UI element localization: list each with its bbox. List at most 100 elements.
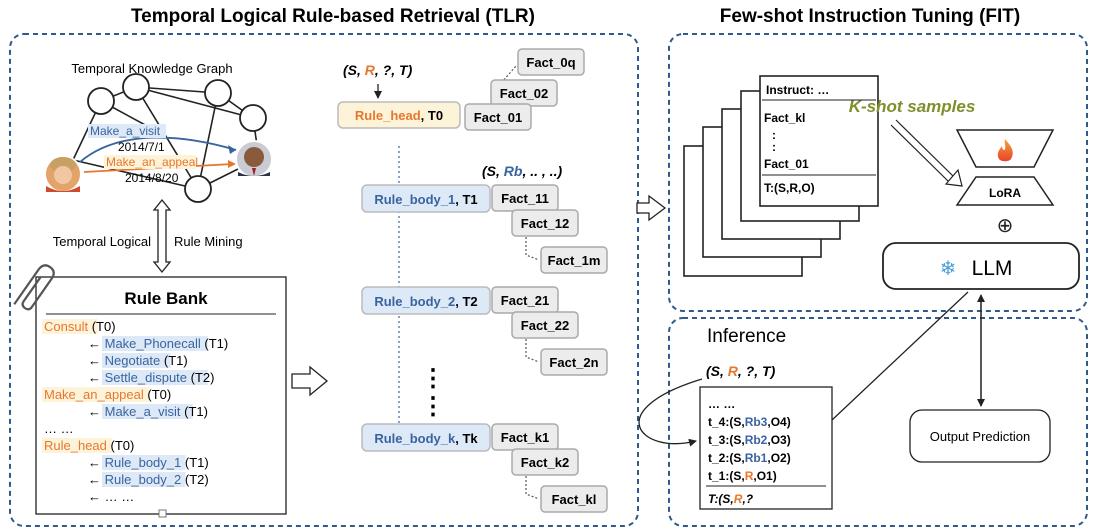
- arrowhead-icon: [228, 145, 236, 154]
- plus-icon: ⊕: [997, 215, 1014, 237]
- rule-bank-line: ← Negotiate (T1): [88, 353, 188, 368]
- snowflake-icon: ❄: [940, 258, 957, 280]
- edge-date-appeal: 2014/8/20: [125, 171, 179, 185]
- edge-date-visit: 2014/7/1: [118, 140, 165, 154]
- query-tuple: (S, R, ?, T): [343, 62, 413, 78]
- curved-arrow: [638, 378, 703, 447]
- card-line: :: [772, 140, 776, 154]
- fact-label: Fact_k2: [521, 455, 569, 470]
- output-label: Output Prediction: [930, 429, 1030, 444]
- inference-title: Inference: [707, 326, 786, 347]
- inference-lines: … …t_4:(S,Rb3,O4)t_3:(S,Rb2,O3)t_2:(S,Rb…: [708, 397, 791, 483]
- mining-label-left: Temporal Logical: [53, 234, 151, 249]
- inference-card: [699, 386, 833, 510]
- avatar: [235, 140, 273, 178]
- arrowhead-icon: [228, 160, 236, 168]
- tlr-title: Temporal Logical Rule-based Retrieval (T…: [131, 6, 535, 27]
- trainable-module: [955, 129, 1055, 168]
- fact-box: [511, 311, 579, 339]
- mining-label-right: Rule Mining: [174, 234, 243, 249]
- highlight: [102, 455, 186, 470]
- output-box: [909, 409, 1051, 463]
- fact-box: [540, 348, 608, 376]
- rule-bank-line: ← … …: [88, 489, 134, 504]
- inference-line: t_3:(S,Rb2,O3): [708, 433, 791, 447]
- graph-node: [184, 175, 212, 203]
- highlight: [102, 404, 193, 419]
- llm-label: LLM: [972, 257, 1013, 280]
- fact-box: [540, 485, 608, 513]
- retrieval-column: (S, R, ?, T) Rule_head, T0 (S, Rb, .. , …: [337, 48, 608, 513]
- rule-bank-lines: Consult (T0) ← Make_Phonecall (T1) ← Negot…: [42, 319, 228, 504]
- fact-box: [464, 103, 532, 131]
- fact-label: Fact_01: [474, 110, 522, 125]
- highlight: [102, 370, 208, 385]
- rule-bank-line: ← Rule_body_2 (T2): [88, 472, 209, 487]
- appeal-label-highlight: [104, 155, 196, 169]
- llm-box: [882, 242, 1080, 290]
- rule-mining-arrow: [152, 198, 172, 274]
- lora-label: LoRA: [989, 186, 1021, 200]
- rule-bank-line: Make_an_appeal (T0): [44, 387, 171, 402]
- inference-line: t_2:(S,Rb1,O2): [708, 451, 791, 465]
- rule-bank-title: Rule Bank: [124, 289, 208, 308]
- inference-query: (S, R, ?, T): [706, 363, 776, 379]
- rule-bank-line: Consult (T0): [44, 319, 116, 334]
- card-line: Fact_kl: [764, 111, 805, 125]
- body-query-tuple: (S, Rb, .. , ..): [482, 163, 562, 179]
- highlight: [42, 319, 98, 334]
- fact-label: Fact_1m: [548, 253, 601, 268]
- graph-node: [239, 104, 267, 132]
- instruction-cards: Instruct: …Fact_kl::Fact_01T:(S,R,O): [683, 75, 879, 277]
- edge-label-appeal: Make_an_appeal: [106, 155, 198, 169]
- knowledge-graph: Temporal Knowledge Graph Make_a_vi: [44, 61, 273, 203]
- rule-bank-line: … …: [44, 421, 74, 436]
- card-line: T:(S,R,O): [764, 181, 815, 195]
- avatar: [44, 155, 82, 193]
- graph-nodes: [87, 73, 267, 203]
- rule-bank-line: Rule_head (T0): [44, 438, 134, 453]
- inference-line: t_1:(S,R,O1): [708, 469, 777, 483]
- visit-label-highlight: [88, 124, 166, 138]
- handle-icon: [158, 509, 167, 518]
- card-line: :: [772, 128, 776, 142]
- rule-bank-line: ← Rule_body_1 (T1): [88, 455, 209, 470]
- rule-body-box: [361, 423, 491, 452]
- connector-line: [831, 291, 969, 421]
- card-line: Instruct: …: [766, 83, 829, 97]
- graph-node: [204, 79, 232, 107]
- highlight: [42, 387, 150, 402]
- fact-label: Fact_11: [501, 191, 549, 206]
- fact-label: Fact_12: [521, 216, 569, 231]
- fact-label: Fact_kl: [552, 492, 597, 507]
- rule-body-box: [361, 184, 491, 213]
- inference-last-line: T:(S,R,?: [708, 492, 754, 506]
- fire-icon: [997, 139, 1013, 162]
- rule-body-label: Rule_body_k, Tk: [374, 431, 478, 446]
- highlight: [102, 472, 186, 487]
- tlr-panel: [9, 33, 639, 527]
- instruction-card: [759, 75, 879, 207]
- rule-body-label: Rule_body_1, T1: [374, 192, 477, 207]
- dotted-connector: [525, 476, 540, 500]
- highlight: [42, 438, 113, 453]
- fact-box: [517, 48, 585, 76]
- rule-body-box: [361, 286, 491, 315]
- fact-label: Fact_0q: [526, 55, 575, 70]
- graph-node: [122, 73, 150, 101]
- fact-label: Fact_21: [501, 293, 549, 308]
- tkg-label: Temporal Knowledge Graph: [71, 61, 232, 76]
- fact-label: Fact_02: [500, 86, 548, 101]
- fit-title: Few-shot Instruction Tuning (FIT): [720, 6, 1020, 27]
- highlight: [102, 336, 208, 351]
- edge-label-visit: Make_a_visit: [90, 124, 161, 138]
- rule-bank-line: ← Make_a_visit (T1): [88, 404, 208, 419]
- rule-bank-line: ← Make_Phonecall (T1): [88, 336, 228, 351]
- paperclip-icon: [13, 264, 55, 311]
- kshot-arrow: [890, 119, 963, 187]
- lora-module: [955, 176, 1055, 206]
- rule-body-label: Rule_body_2, T2: [374, 294, 477, 309]
- rule-bank-line: ← Settle_dispute (T2): [88, 370, 214, 385]
